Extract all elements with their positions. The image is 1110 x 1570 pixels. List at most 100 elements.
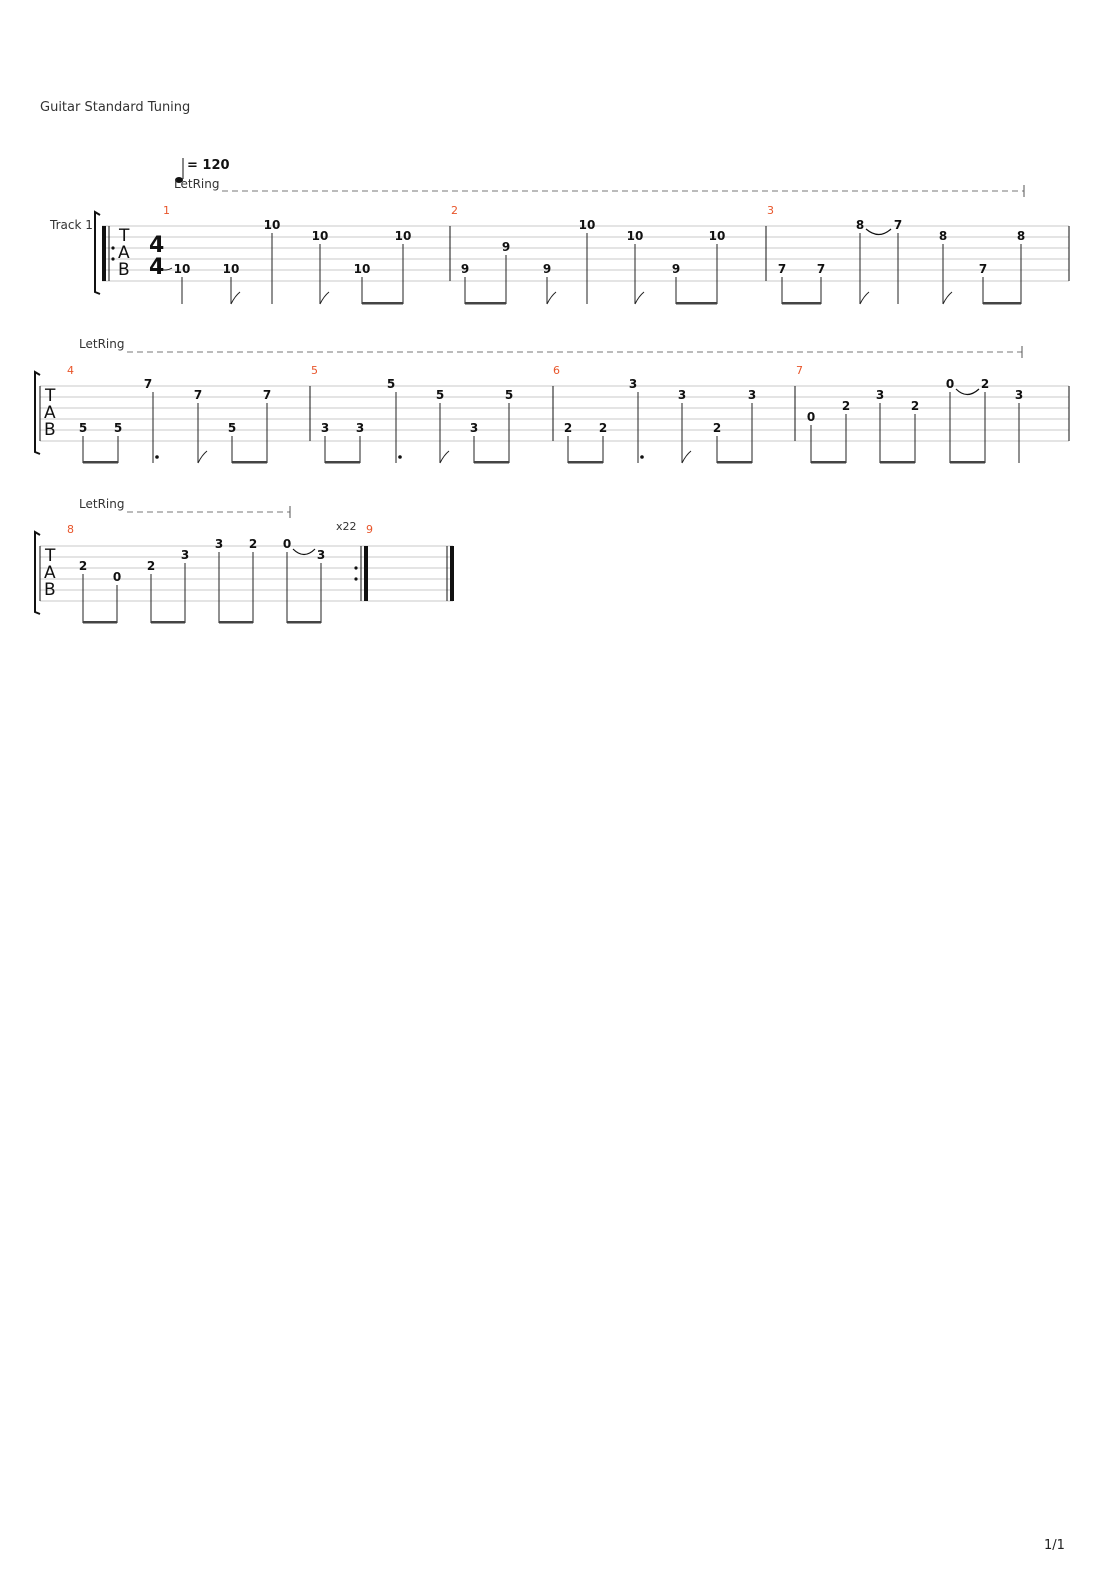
tab-note: 2 xyxy=(911,399,919,413)
tab-note: 7 xyxy=(194,388,202,402)
tab-note: 3 xyxy=(678,388,686,402)
beam xyxy=(219,621,253,624)
tab-note: 9 xyxy=(502,240,510,254)
tab-note: 3 xyxy=(876,388,884,402)
rhythm-stems xyxy=(464,233,718,305)
tab-note: 10 xyxy=(174,262,191,276)
repeat-start-thick xyxy=(102,226,106,281)
tab-note: 2 xyxy=(713,421,721,435)
tab-note: 2 xyxy=(981,377,989,391)
time-signature-top: 4 xyxy=(149,233,164,258)
tab-note: 8 xyxy=(856,218,864,232)
measure-number: 2 xyxy=(451,204,458,217)
staff-lines xyxy=(40,385,1069,442)
tab-note: 7 xyxy=(817,262,825,276)
tab-clef-a: A xyxy=(118,243,130,263)
staff-lines xyxy=(40,545,453,602)
tab-note: 3 xyxy=(181,548,189,562)
tab-note: 2 xyxy=(564,421,572,435)
system-3: LetRing T A B 8 9 x22 2 0 2 3 3 2 0 3 xyxy=(34,497,454,624)
measure-4: 5 5 7 7 5 7 xyxy=(79,377,271,464)
measure-number: 4 xyxy=(67,364,74,377)
measure-7: 0 2 3 2 0 2 3 xyxy=(807,377,1023,464)
rhythm-stems xyxy=(324,392,510,464)
tab-note: 7 xyxy=(894,218,902,232)
measure-number: 3 xyxy=(767,204,774,217)
tab-note: 10 xyxy=(627,229,644,243)
dot-mark xyxy=(398,455,402,459)
measure-number: 6 xyxy=(553,364,560,377)
tab-note: 10 xyxy=(354,262,371,276)
beam xyxy=(151,621,185,624)
tab-note: 3 xyxy=(215,537,223,551)
tab-note: 10 xyxy=(395,229,412,243)
measure-8: 2 0 2 3 3 2 0 3 xyxy=(79,537,325,624)
repeat-dot xyxy=(354,577,358,581)
measure-number: 8 xyxy=(67,523,74,536)
staff-lines xyxy=(102,225,1069,282)
measure-number: 7 xyxy=(796,364,803,377)
tab-note: 2 xyxy=(249,537,257,551)
tab-note: 0 xyxy=(807,410,815,424)
tab-note: 9 xyxy=(543,262,551,276)
tab-note: 10 xyxy=(264,218,281,232)
measure-3: 7 7 8 7 8 7 8 xyxy=(778,218,1025,305)
tab-note: 5 xyxy=(436,388,444,402)
tab-note: 5 xyxy=(387,377,395,391)
tab-note: 5 xyxy=(79,421,87,435)
beam xyxy=(362,302,403,305)
page-number: 1/1 xyxy=(1044,1538,1065,1553)
tab-note: 10 xyxy=(709,229,726,243)
repeat-count: x22 xyxy=(336,520,357,533)
repeat-dot xyxy=(111,257,115,261)
tab-clef-b: B xyxy=(44,580,56,600)
tab-clef-b: B xyxy=(118,260,130,280)
system-bracket xyxy=(34,530,41,615)
tab-note: 3 xyxy=(1015,388,1023,402)
let-ring-label: LetRing xyxy=(79,337,124,351)
rhythm-stems xyxy=(781,233,1022,305)
beam xyxy=(811,461,846,464)
tab-note: 0 xyxy=(946,377,954,391)
repeat-dot xyxy=(354,566,358,570)
measure-number: 9 xyxy=(366,523,373,536)
tab-note: 2 xyxy=(842,399,850,413)
measure-number: 5 xyxy=(311,364,318,377)
beam xyxy=(983,302,1021,305)
tie-arc xyxy=(292,548,316,556)
beam xyxy=(83,461,118,464)
tab-note: 9 xyxy=(672,262,680,276)
tab-note: 5 xyxy=(114,421,122,435)
beam xyxy=(880,461,915,464)
beam xyxy=(465,302,506,305)
beam xyxy=(325,461,360,464)
measure-6: 2 2 3 3 2 3 xyxy=(564,377,756,464)
system-bracket xyxy=(94,210,101,295)
rhythm-stems xyxy=(567,392,753,464)
tab-note: 0 xyxy=(283,537,291,551)
track-label: Track 1 xyxy=(49,218,93,232)
tie-arc xyxy=(865,228,892,236)
rhythm-stems xyxy=(181,233,404,305)
tab-note: 8 xyxy=(1017,229,1025,243)
tab-note: 3 xyxy=(317,548,325,562)
tab-note: 7 xyxy=(979,262,987,276)
final-bar-thick xyxy=(450,546,454,601)
beam xyxy=(676,302,717,305)
tab-note: 0 xyxy=(113,570,121,584)
rhythm-stems xyxy=(82,392,268,464)
time-signature-bottom: 4 xyxy=(149,255,164,280)
tab-note: 10 xyxy=(312,229,329,243)
beam xyxy=(950,461,985,464)
beam xyxy=(287,621,321,624)
tie-arc xyxy=(955,388,980,396)
tab-note: 10 xyxy=(579,218,596,232)
tab-note: 2 xyxy=(79,559,87,573)
tab-note: 3 xyxy=(356,421,364,435)
tab-clef-t: T xyxy=(44,546,56,566)
tab-note: 3 xyxy=(321,421,329,435)
tab-clef-t: T xyxy=(118,226,130,246)
tab-note: 7 xyxy=(263,388,271,402)
rhythm-stems xyxy=(82,552,322,623)
